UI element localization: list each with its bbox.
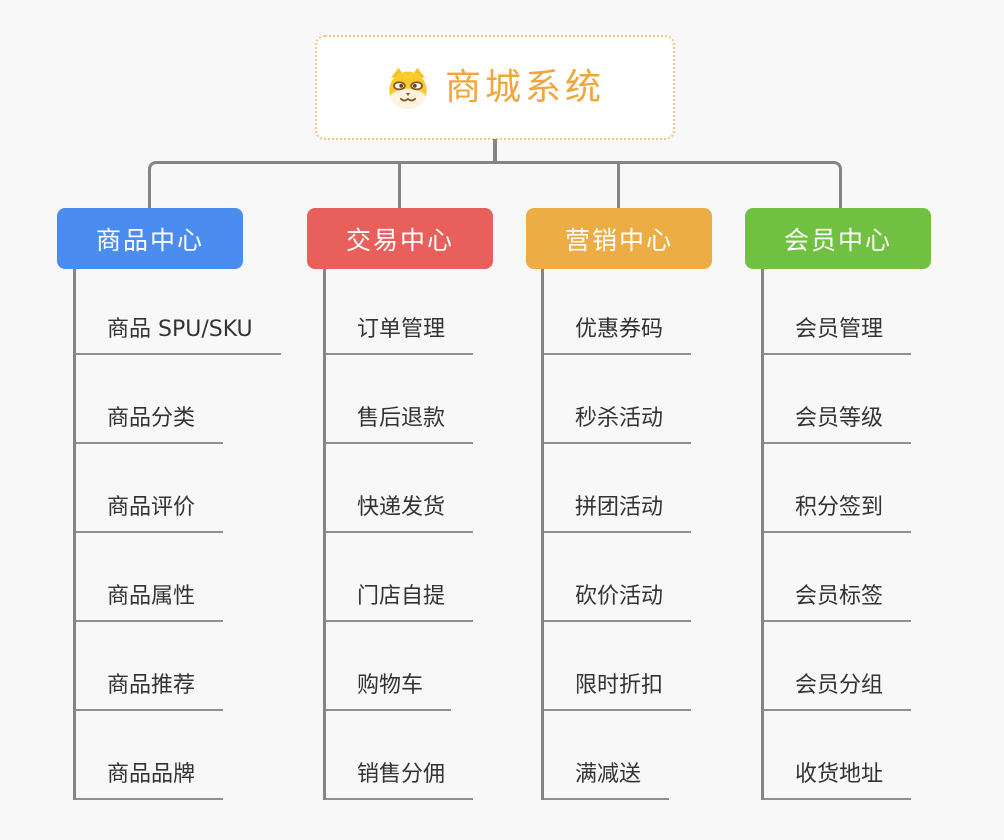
mindmap-node[interactable]: 会员分组	[764, 671, 912, 711]
branch-list-trade-center: 订单管理 售后退款 快递发货 门店自提 购物车 销售分佣	[323, 269, 474, 800]
mindmap-node[interactable]: 门店自提	[326, 582, 474, 622]
mindmap-node[interactable]: 商品推荐	[76, 671, 224, 711]
connector-root-stem	[493, 139, 497, 164]
mindmap-node[interactable]: 商品分类	[76, 404, 224, 444]
mindmap-node[interactable]: 收货地址	[764, 760, 912, 800]
mindmap-node[interactable]: 优惠券码	[544, 315, 692, 355]
mindmap-node[interactable]: 快递发货	[326, 493, 474, 533]
branch-list-member-center: 会员管理 会员等级 积分签到 会员标签 会员分组 收货地址	[761, 269, 912, 800]
root-node[interactable]: 商城系统	[315, 35, 675, 140]
connector-branch-stub	[398, 163, 401, 209]
branch-header-marketing-center[interactable]: 营销中心	[526, 208, 712, 269]
mindmap-node[interactable]: 销售分佣	[326, 760, 474, 800]
dog-face-icon	[389, 67, 427, 109]
branch-list-marketing-center: 优惠券码 秒杀活动 拼团活动 砍价活动 限时折扣 满减送	[541, 269, 692, 800]
mindmap-node[interactable]: 积分签到	[764, 493, 912, 533]
connector-branch-stub	[617, 163, 620, 209]
mindmap-node[interactable]: 商品评价	[76, 493, 224, 533]
mindmap-node[interactable]: 秒杀活动	[544, 404, 692, 444]
mindmap-node[interactable]: 售后退款	[326, 404, 474, 444]
root-title: 商城系统	[444, 66, 605, 108]
mindmap-node[interactable]: 会员管理	[764, 315, 912, 355]
mindmap-node[interactable]: 拼团活动	[544, 493, 692, 533]
mindmap-node[interactable]: 砍价活动	[544, 582, 692, 622]
branch-label: 会员中心	[783, 225, 892, 255]
branch-header-trade-center[interactable]: 交易中心	[307, 208, 493, 269]
mindmap-node[interactable]: 限时折扣	[544, 671, 692, 711]
mindmap-node[interactable]: 订单管理	[326, 315, 474, 355]
mindmap-node[interactable]: 满减送	[544, 760, 670, 800]
mindmap-node[interactable]: 商品 SPU/SKU	[76, 315, 281, 355]
mindmap-node[interactable]: 购物车	[326, 671, 452, 711]
branch-list-product-center: 商品 SPU/SKU 商品分类 商品评价 商品属性 商品推荐 商品品牌	[73, 269, 281, 800]
branch-label: 营销中心	[564, 225, 673, 255]
branch-label: 交易中心	[345, 225, 454, 255]
mindmap-node[interactable]: 会员等级	[764, 404, 912, 444]
branch-header-member-center[interactable]: 会员中心	[745, 208, 931, 269]
mindmap-node[interactable]: 会员标签	[764, 582, 912, 622]
branch-header-product-center[interactable]: 商品中心	[57, 208, 243, 269]
connector-bus	[148, 161, 842, 209]
mindmap-node[interactable]: 商品属性	[76, 582, 224, 622]
mindmap-node[interactable]: 商品品牌	[76, 760, 224, 800]
branch-label: 商品中心	[95, 225, 204, 255]
